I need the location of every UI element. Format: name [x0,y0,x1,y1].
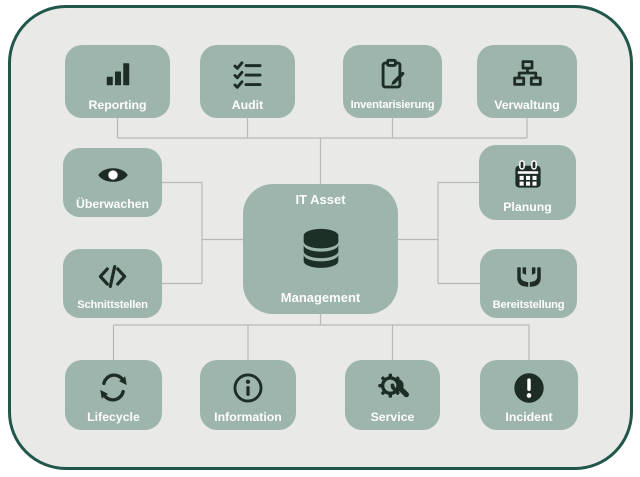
sync-arrows-icon [96,360,131,411]
node-label: Verwaltung [494,97,560,112]
org-chart-icon [510,45,545,99]
center-title-line2: Management [280,290,361,305]
info-circle-icon [231,360,265,411]
node-lifecycle: Lifecycle [65,360,162,430]
node-label: Audit [231,97,264,112]
database-icon [294,206,348,291]
open-hands-icon [510,249,548,300]
code-icon [94,249,131,300]
node-label: Incident [505,409,553,424]
node-service: Service [345,360,440,430]
node-it-asset-management: IT Asset Management [243,184,398,314]
node-inventarisierung: Inventarisierung [343,45,442,118]
node-label: Schnittstellen [77,298,148,311]
node-information: Information [200,360,296,430]
node-bereitstellung: Bereitstellung [480,249,577,318]
node-verwaltung: Verwaltung [477,45,577,118]
node-label: Reporting [88,97,147,112]
node-label: Planung [503,199,552,214]
node-ueberwachen: Überwachen [63,148,162,217]
bar-chart-icon [100,45,136,99]
node-reporting: Reporting [65,45,170,118]
node-label: Information [214,409,282,424]
checklist-icon [230,45,265,99]
node-schnittstellen: Schnittstellen [63,249,162,318]
node-label: Bereitstellung [492,298,565,311]
exclamation-circle-icon [511,360,547,411]
node-label: Lifecycle [87,409,140,424]
node-audit: Audit [200,45,295,118]
gear-wrench-icon [374,360,411,411]
node-incident: Incident [480,360,578,430]
calendar-icon [510,145,546,201]
node-planung: Planung [479,145,576,220]
eye-icon [92,148,134,198]
node-label: Inventarisierung [350,98,435,111]
node-label: Service [370,409,415,424]
clipboard-pencil-icon [375,45,411,100]
center-title-line1: IT Asset [295,192,346,207]
node-label: Überwachen [75,196,150,211]
